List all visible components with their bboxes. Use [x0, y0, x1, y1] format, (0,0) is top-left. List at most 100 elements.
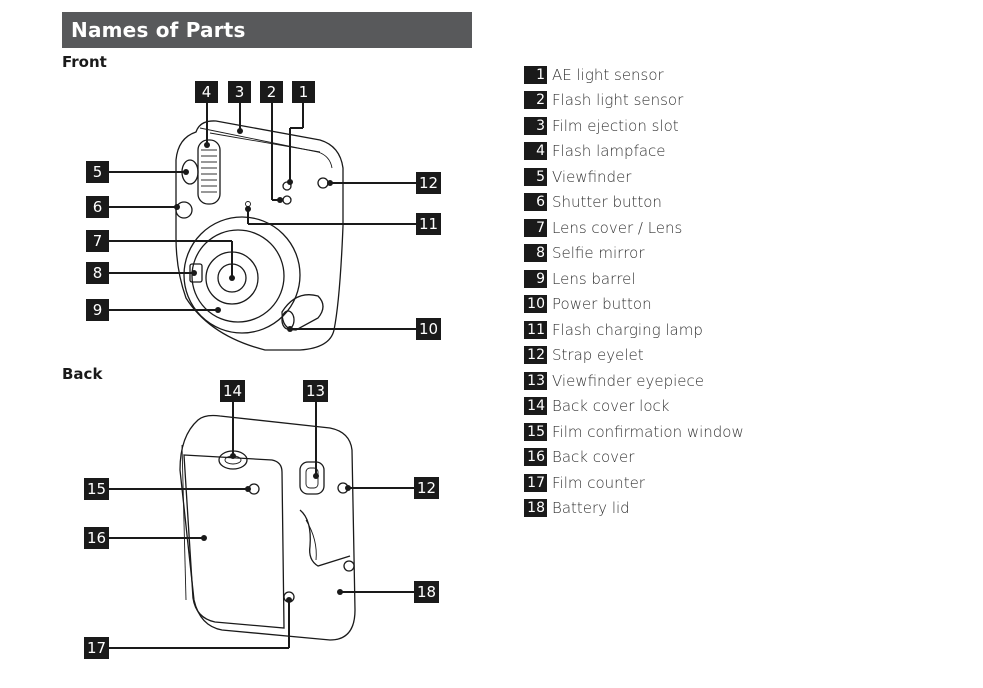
part-name: Film ejection slot	[552, 116, 679, 135]
part-name: Selfie mirror	[552, 244, 645, 263]
back-leader-lines	[108, 401, 416, 649]
part-item: 16 Back cover	[524, 445, 744, 471]
part-name: Viewfinder eyepiece	[552, 371, 704, 390]
part-name: Battery lid	[552, 499, 630, 518]
part-number-badge: 12	[524, 346, 547, 365]
part-number-badge: 17	[524, 473, 547, 492]
part-number-badge: 4	[524, 142, 547, 161]
part-name: Film confirmation window	[552, 422, 744, 441]
part-item: 17 Film counter	[524, 470, 744, 496]
svg-text:9: 9	[93, 301, 103, 319]
callout-2: 2	[260, 81, 283, 103]
callout-10: 10	[416, 318, 441, 340]
callout-3: 3	[228, 81, 251, 103]
part-item: 4 Flash lampface	[524, 139, 744, 165]
back-callouts: 14 13 15 16 17 12 18	[84, 380, 439, 659]
svg-text:13: 13	[306, 382, 325, 400]
part-number-badge: 10	[524, 295, 547, 314]
part-item: 6 Shutter button	[524, 190, 744, 216]
callout-18: 18	[414, 581, 439, 603]
part-item: 2 Flash light sensor	[524, 88, 744, 114]
svg-text:10: 10	[419, 320, 438, 338]
part-name: AE light sensor	[552, 65, 664, 84]
svg-text:4: 4	[202, 83, 212, 101]
callout-6: 6	[86, 196, 109, 218]
svg-text:3: 3	[235, 83, 245, 101]
callout-7: 7	[86, 230, 109, 252]
part-name: Shutter button	[552, 193, 662, 212]
part-item: 9 Lens barrel	[524, 266, 744, 292]
svg-text:6: 6	[93, 198, 103, 216]
part-item: 12 Strap eyelet	[524, 343, 744, 369]
part-number-badge: 14	[524, 397, 547, 416]
part-name: Flash light sensor	[552, 91, 684, 110]
part-number-badge: 11	[524, 320, 547, 339]
callout-1: 1	[292, 81, 315, 103]
part-number-badge: 1	[524, 65, 547, 84]
part-item: 15 Film confirmation window	[524, 419, 744, 445]
svg-text:1: 1	[299, 83, 309, 101]
part-number-badge: 13	[524, 371, 547, 390]
part-name: Lens barrel	[552, 269, 636, 288]
callout-4: 4	[195, 81, 218, 103]
svg-text:12: 12	[417, 479, 436, 497]
part-name: Flash charging lamp	[552, 320, 703, 339]
front-view-label: Front	[62, 53, 107, 71]
part-item: 14 Back cover lock	[524, 394, 744, 420]
part-number-badge: 18	[524, 499, 547, 518]
callout-17: 17	[84, 637, 109, 659]
page-title: Names of Parts	[71, 18, 246, 42]
part-number-badge: 3	[524, 116, 547, 135]
front-callouts: 4 3 2 1 5 6 7 8 9 12 11 10	[86, 81, 441, 340]
part-number-badge: 9	[524, 269, 547, 288]
svg-text:14: 14	[223, 382, 242, 400]
part-item: 3 Film ejection slot	[524, 113, 744, 139]
front-leader-lines	[108, 102, 418, 332]
svg-text:15: 15	[87, 480, 106, 498]
part-name: Back cover lock	[552, 397, 670, 416]
part-item: 10 Power button	[524, 292, 744, 318]
part-number-badge: 6	[524, 193, 547, 212]
part-number-badge: 2	[524, 91, 547, 110]
svg-text:2: 2	[267, 83, 277, 101]
part-name: Power button	[552, 295, 652, 314]
part-name: Film counter	[552, 473, 645, 492]
part-name: Flash lampface	[552, 142, 666, 161]
part-name: Back cover	[552, 448, 635, 467]
svg-text:8: 8	[93, 264, 103, 282]
section-header: Names of Parts	[62, 12, 472, 48]
svg-text:12: 12	[419, 174, 438, 192]
callout-12-back: 12	[414, 477, 439, 499]
part-number-badge: 15	[524, 422, 547, 441]
svg-text:16: 16	[87, 529, 106, 547]
part-item: 11 Flash charging lamp	[524, 317, 744, 343]
part-item: 18 Battery lid	[524, 496, 744, 522]
callout-12-front: 12	[416, 172, 441, 194]
callout-15: 15	[84, 478, 109, 500]
svg-text:7: 7	[93, 232, 103, 250]
callout-16: 16	[84, 527, 109, 549]
part-item: 13 Viewfinder eyepiece	[524, 368, 744, 394]
back-camera-illustration	[179, 414, 356, 641]
part-number-badge: 7	[524, 218, 547, 237]
part-number-badge: 16	[524, 448, 547, 467]
front-camera-illustration	[175, 120, 344, 351]
callout-14: 14	[220, 380, 245, 402]
callout-8: 8	[86, 262, 109, 284]
part-name: Viewfinder	[552, 167, 632, 186]
callout-9: 9	[86, 299, 109, 321]
svg-text:18: 18	[417, 583, 436, 601]
part-name: Lens cover / Lens	[552, 218, 683, 237]
callout-11: 11	[416, 213, 441, 235]
part-item: 7 Lens cover / Lens	[524, 215, 744, 241]
part-item: 1 AE light sensor	[524, 62, 744, 88]
part-name: Strap eyelet	[552, 346, 644, 365]
callout-5: 5	[86, 161, 109, 183]
svg-text:17: 17	[87, 639, 106, 657]
callout-13: 13	[303, 380, 328, 402]
part-item: 8 Selfie mirror	[524, 241, 744, 267]
part-number-badge: 8	[524, 244, 547, 263]
